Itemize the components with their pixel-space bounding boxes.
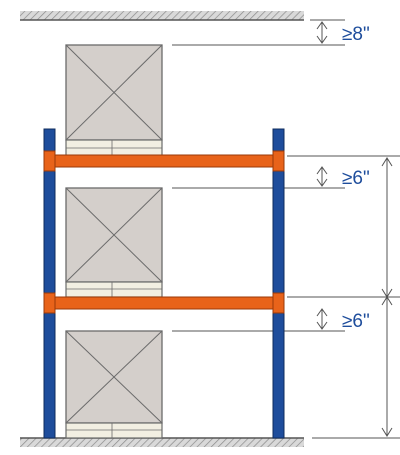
pallet-load-middle [65, 187, 163, 298]
upper-beam-clearance-label: ≥6" [342, 168, 370, 189]
beam-upper [43, 150, 285, 172]
upright-left [43, 128, 56, 439]
floor [20, 437, 304, 447]
clearance-arrow-upper [316, 166, 328, 187]
extension-lines [172, 19, 400, 439]
clearance-arrow-ceiling [316, 21, 328, 44]
beam-connector [43, 292, 56, 314]
beam-lower [43, 292, 285, 314]
beam-connector [43, 150, 56, 172]
lower-beam-clearance-label: ≥6" [342, 311, 370, 332]
pallet-load-top [65, 44, 163, 157]
clearance-arrow-lower [316, 308, 328, 330]
beam-connector [272, 292, 285, 314]
ceiling [20, 11, 304, 21]
beam-connector [272, 150, 285, 172]
pallet [65, 422, 163, 439]
level-spacing-dimension [381, 157, 393, 437]
pallet [65, 281, 163, 298]
pallet-load-bottom [65, 330, 163, 439]
ceiling-clearance-label: ≥8" [342, 24, 370, 45]
upright-right [272, 128, 285, 439]
